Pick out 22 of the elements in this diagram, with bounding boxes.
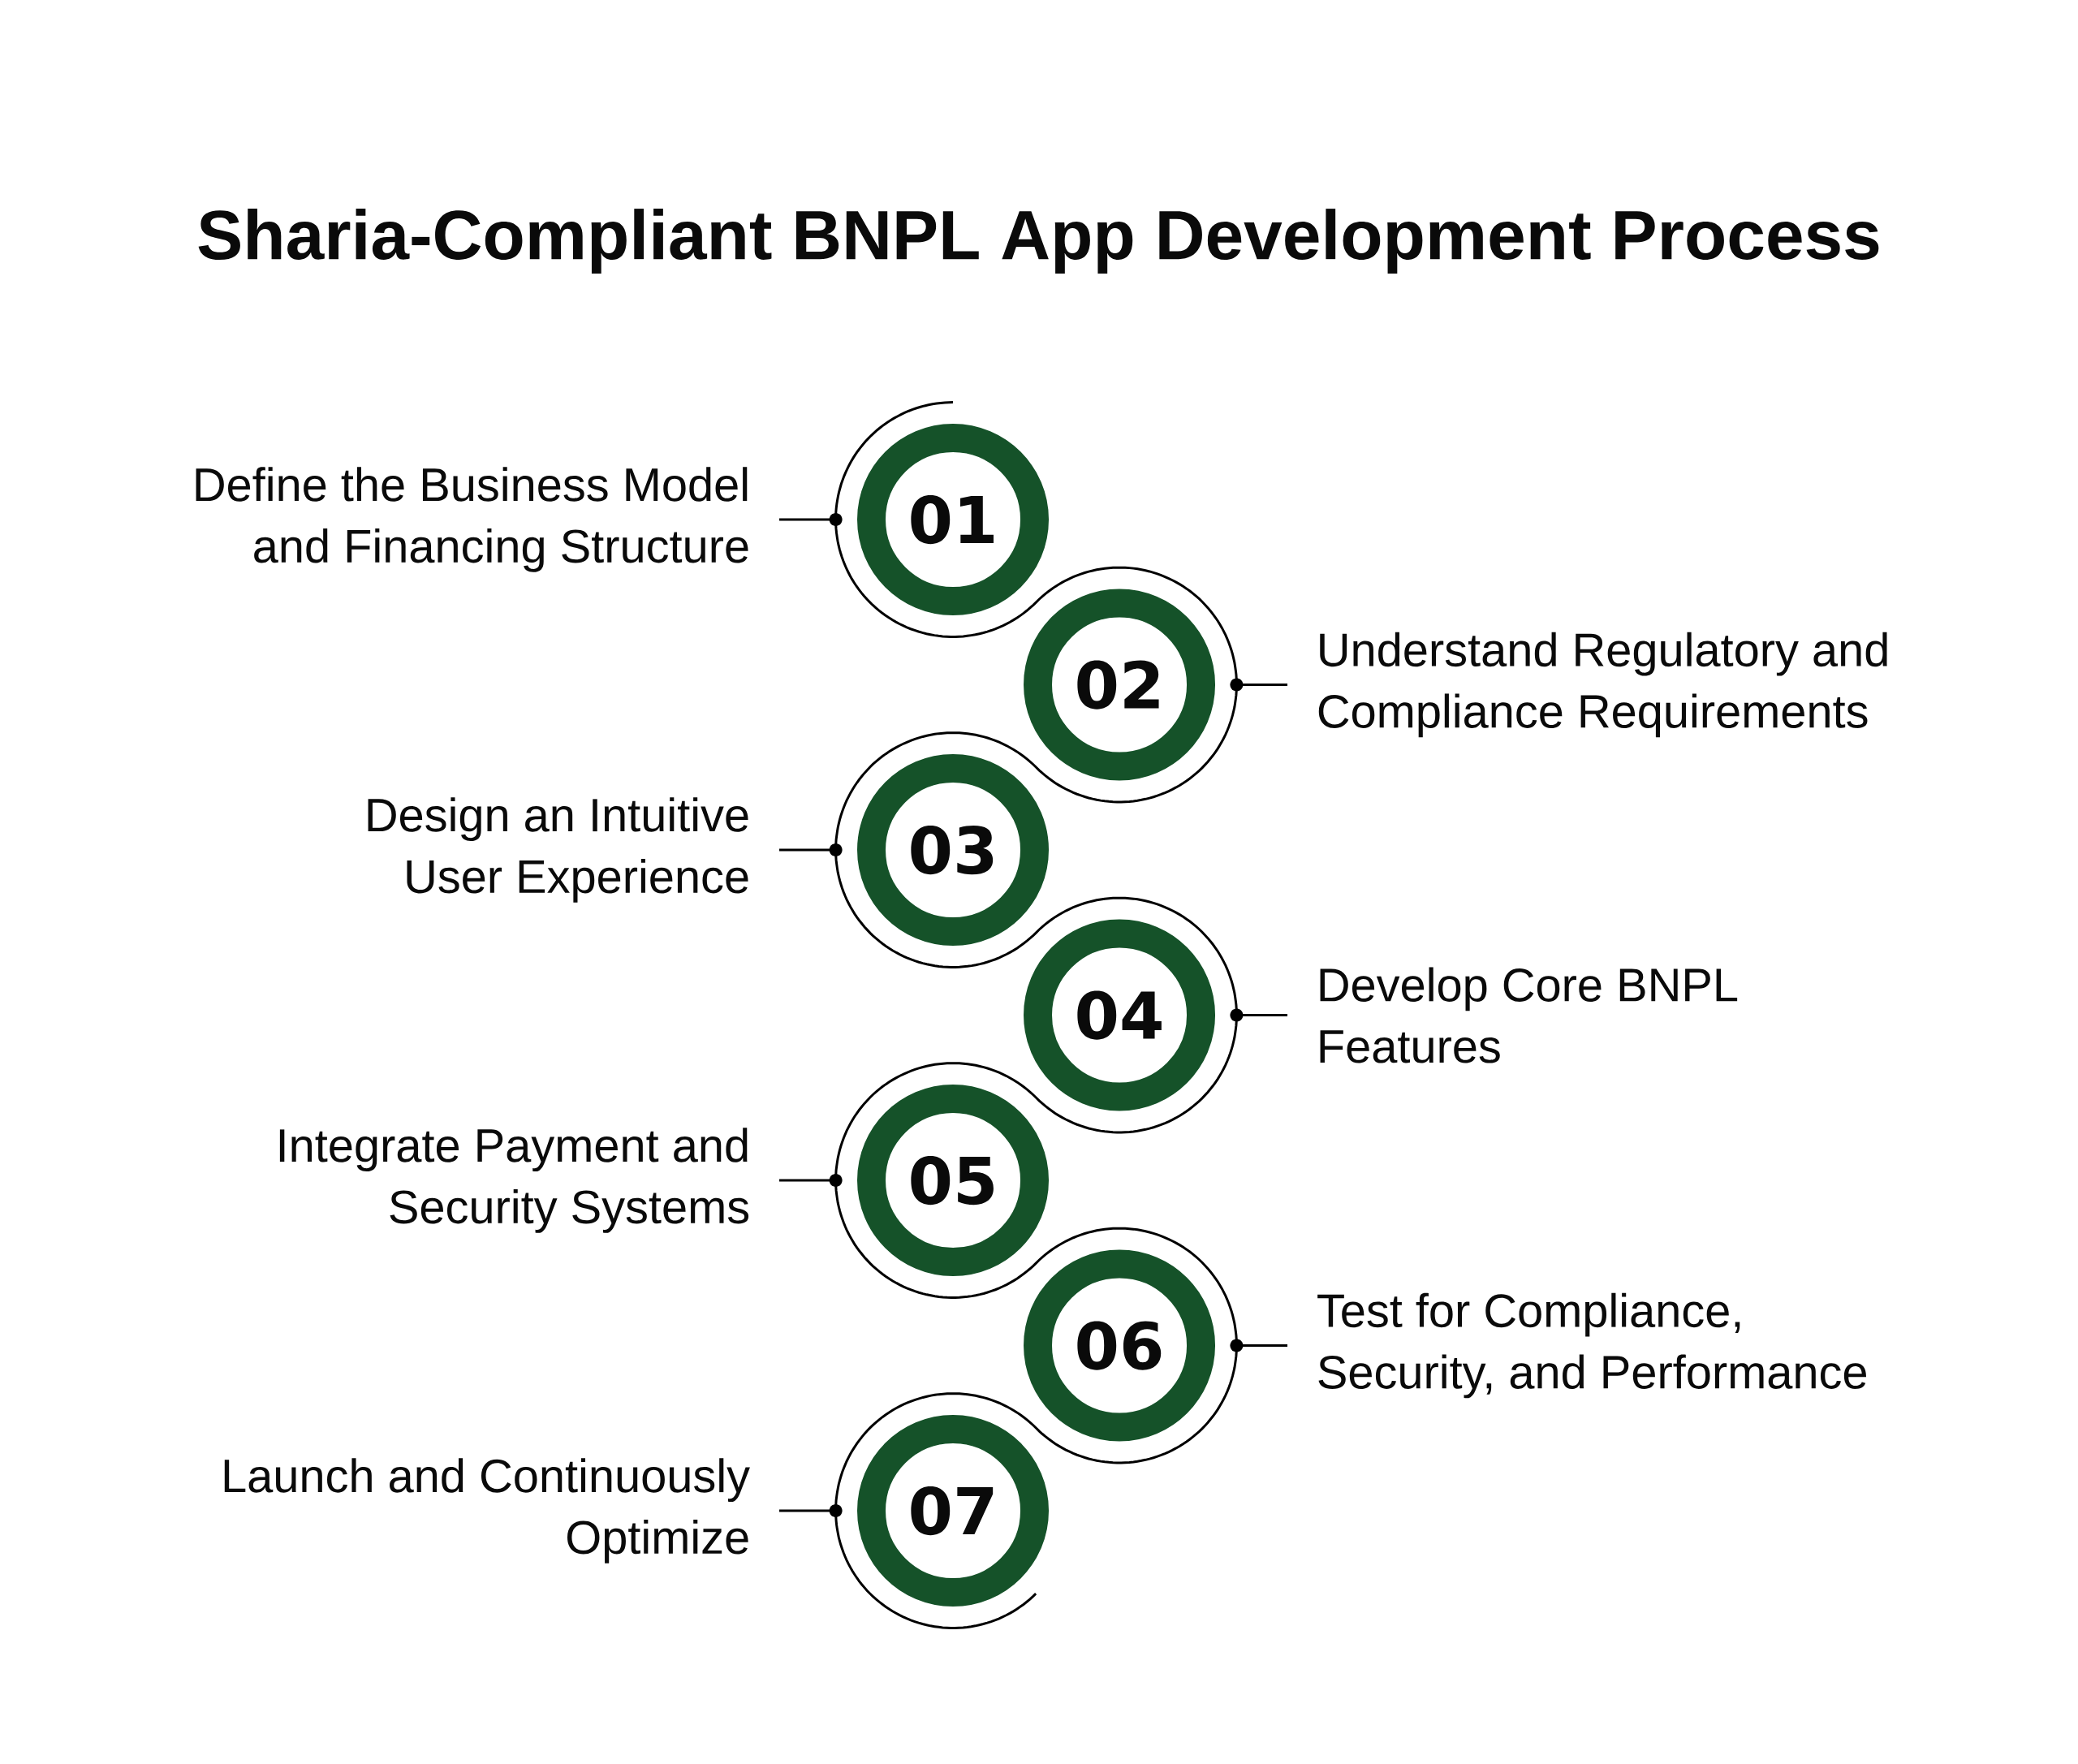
leader-line [779, 1174, 843, 1188]
numbered-ring: 05 [857, 1085, 1049, 1277]
step-description: Understand Regulatory and Compliance Requirements [1318, 632, 1887, 738]
leader-line [1230, 1008, 1288, 1022]
step-description: Integrate Payment and Security Systems [279, 1128, 749, 1233]
leader-line [1230, 678, 1288, 692]
numbered-ring: 07 [857, 1415, 1049, 1607]
leader-line [1230, 1339, 1288, 1352]
leader-line [779, 513, 843, 527]
step-description: Define the Business Model and Financing Structure [196, 467, 748, 572]
numbered-ring: 01 [857, 424, 1049, 616]
numbered-ring: 06 [1024, 1249, 1216, 1442]
numbered-ring: 04 [1024, 919, 1216, 1111]
step-description: Launch and Continuously Optimize [224, 1458, 750, 1563]
leader-line [779, 843, 843, 857]
step-description: Design an Intuitive User Experience [368, 797, 748, 903]
title: Sharia-Compliant BNPL App Development Process [198, 209, 1879, 274]
step-description: Develop Core BNPL Features [1320, 967, 1738, 1063]
leader-line [779, 1504, 843, 1518]
step-description: Test for Compliance, Security, and Performance [1317, 1292, 1866, 1399]
numbered-ring: 02 [1024, 589, 1216, 781]
numbered-ring: 03 [857, 754, 1049, 947]
